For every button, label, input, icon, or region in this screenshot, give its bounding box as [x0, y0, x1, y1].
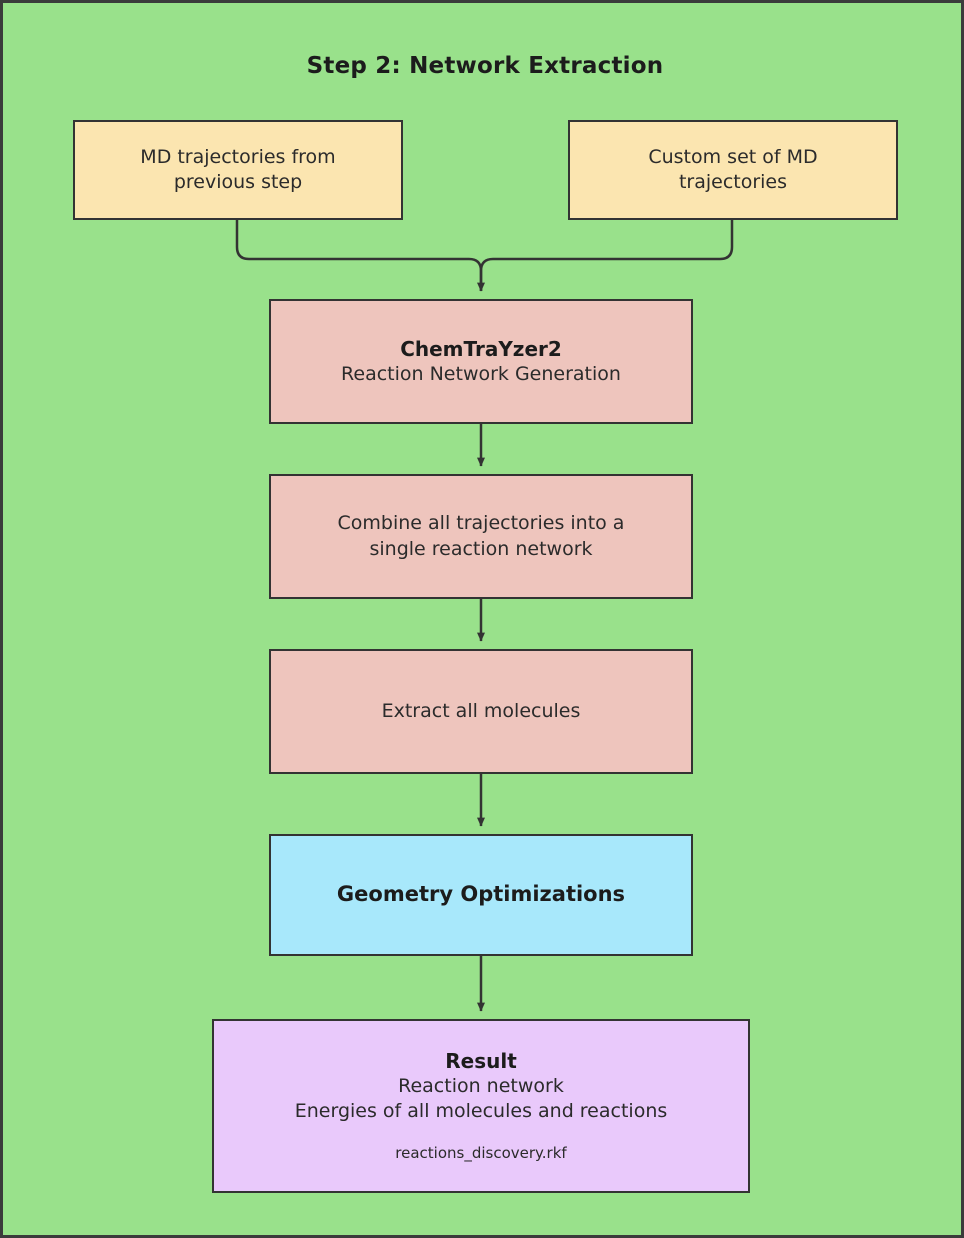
node-custom-set-of-md-trajectories[interactable]: Custom set of MD trajectories — [568, 120, 898, 220]
node-result-filename: reactions_discovery.rkf — [395, 1144, 567, 1163]
node-combine-trajectories-line2: single reaction network — [369, 537, 593, 560]
connector-layer — [235, 220, 734, 1012]
node-chemtrayzer2-subtitle: Reaction Network Generation — [341, 363, 621, 386]
node-result[interactable]: Result Reaction network Energies of all … — [212, 1019, 750, 1193]
node-result-line2: Reaction network — [398, 1075, 564, 1098]
node-md-trajectories-previous-step[interactable]: MD trajectories from previous step — [73, 120, 403, 220]
node-md-trajectories-previous-step-line2: previous step — [173, 171, 303, 193]
node-chemtrayzer2-title: ChemTraYzer2 — [400, 336, 562, 361]
node-result-title: Result — [445, 1048, 517, 1073]
node-custom-set-of-md-trajectories-line1: Custom set of MD — [648, 145, 818, 168]
node-extract-all-molecules[interactable]: Extract all molecules — [269, 649, 693, 774]
node-combine-trajectories[interactable]: Combine all trajectories into a single r… — [269, 474, 693, 599]
diagram-title: Step 2: Network Extraction — [306, 53, 664, 79]
connector-md-previous-to-chemtrayzer2 — [235, 220, 485, 292]
node-geometry-optimizations[interactable]: Geometry Optimizations — [269, 834, 693, 956]
node-md-trajectories-previous-step-line1: MD trajectories from — [140, 145, 336, 168]
node-custom-set-of-md-trajectories-line2: trajectories — [678, 171, 788, 193]
connector-md-custom-to-chemtrayzer2 — [479, 220, 734, 291]
node-extract-all-molecules-line1: Extract all molecules — [381, 699, 581, 722]
node-result-line3: Energies of all molecules and reactions — [294, 1100, 668, 1123]
node-combine-trajectories-line1: Combine all trajectories into a — [337, 512, 625, 535]
node-geometry-optimizations-title: Geometry Optimizations — [336, 882, 626, 907]
node-chemtrayzer2[interactable]: ChemTraYzer2 Reaction Network Generation — [269, 299, 693, 424]
